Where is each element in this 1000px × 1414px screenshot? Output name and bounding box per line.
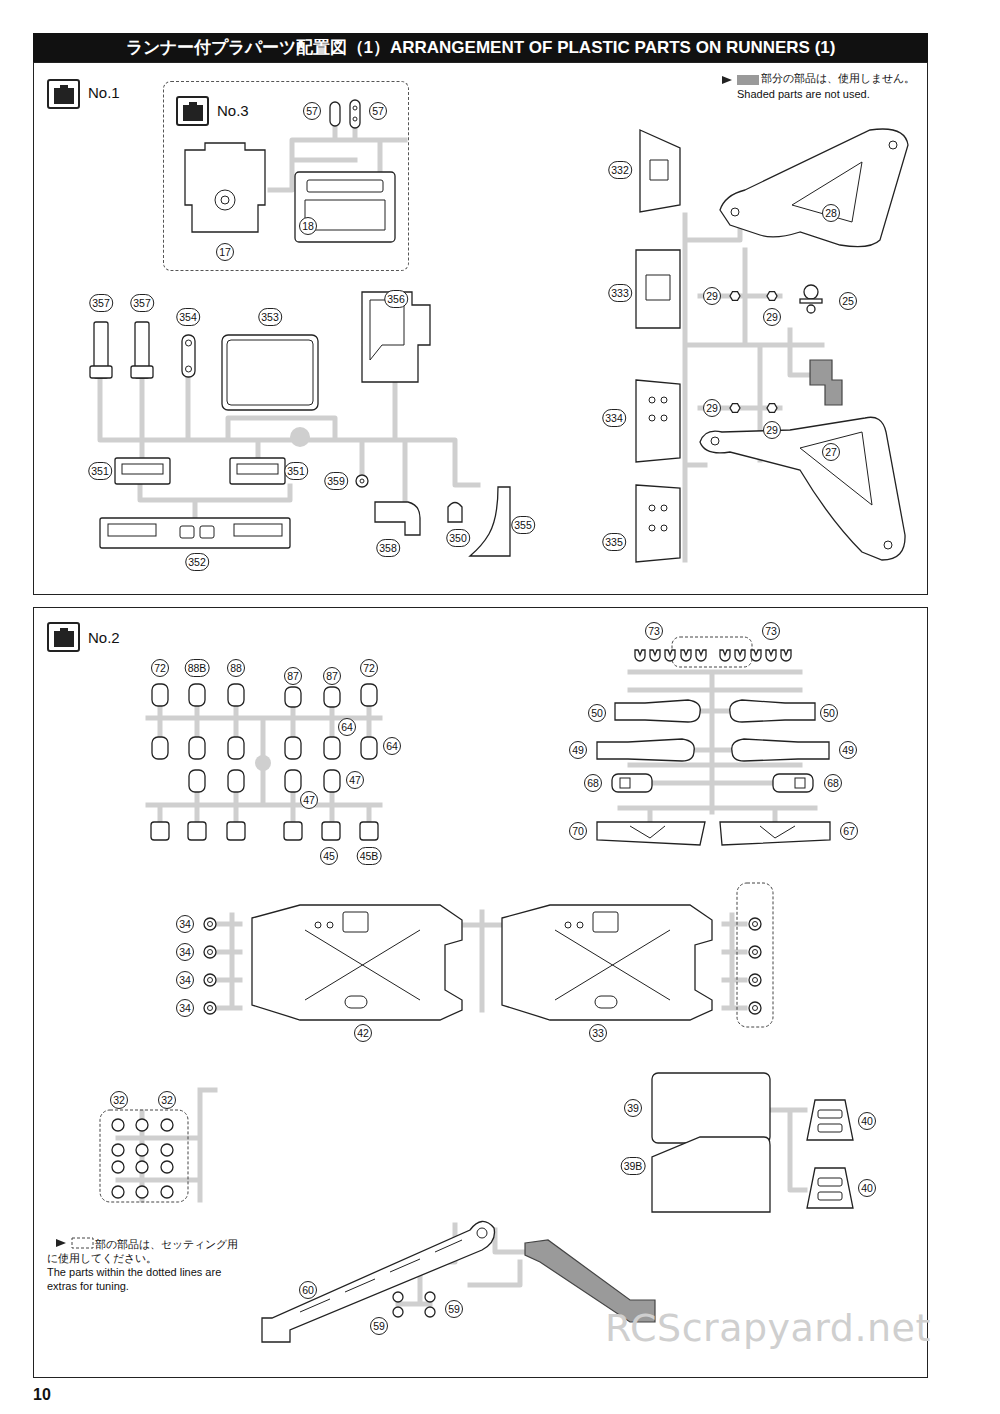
callout-number: 50 (820, 704, 838, 722)
callout-number: 25 (839, 292, 857, 310)
callout-number: 350 (446, 529, 470, 547)
callout-number: 357 (89, 294, 113, 312)
usage-note: 部の部品は、セッティング用 に使用してください。 (47, 1237, 252, 1265)
callout-number: 64 (383, 737, 401, 755)
callout-number: 34 (176, 999, 194, 1017)
runner-icon (48, 80, 208, 651)
callout-number: 27 (822, 443, 840, 461)
callout-number: 72 (360, 659, 378, 677)
callout-number: 358 (376, 539, 400, 557)
callout-number: 39 (624, 1099, 642, 1117)
callout-number: 34 (176, 971, 194, 989)
callout-number: 68 (584, 774, 602, 792)
callout-number: 87 (323, 667, 341, 685)
callout-number: 29 (703, 287, 721, 305)
callout-number: 32 (110, 1091, 128, 1109)
callout-number: 87 (284, 667, 302, 685)
callout-number: 50 (588, 704, 606, 722)
callout-number: 33 (589, 1024, 607, 1042)
usage-note: 部分の部品は、使用しません。 (761, 71, 915, 85)
callout-number: 67 (840, 822, 858, 840)
callout-number: 49 (569, 741, 587, 759)
callout-number: 18 (299, 217, 317, 235)
callout-number: 45B (357, 847, 382, 865)
callout-number: 88 (227, 659, 245, 677)
callout-number: 73 (645, 622, 663, 640)
callout-number: 59 (370, 1317, 388, 1335)
callout-number: 72 (151, 659, 169, 677)
panel-label: No.1 (88, 84, 120, 101)
callout-number: 59 (445, 1300, 463, 1318)
panel-label: No.3 (217, 102, 249, 119)
callout-number: 359 (324, 472, 348, 490)
callout-number: 47 (300, 791, 318, 809)
callout-number: 40 (858, 1112, 876, 1130)
callout-number: 332 (608, 161, 632, 179)
callout-number: 57 (369, 102, 387, 120)
callout-number: 60 (299, 1281, 317, 1299)
callout-number: 32 (158, 1091, 176, 1109)
callout-number: 64 (338, 718, 356, 736)
usage-note: Shaded parts are not used. (737, 87, 870, 101)
callout-number: 351 (284, 462, 308, 480)
callout-number: 333 (608, 284, 632, 302)
callout-number: 88B (185, 659, 210, 677)
callout-number: 356 (384, 290, 408, 308)
callout-number: 354 (176, 308, 200, 326)
callout-number: 73 (762, 622, 780, 640)
callout-number: 353 (258, 308, 282, 326)
page-number: 10 (33, 1386, 51, 1404)
callout-number: 352 (185, 553, 209, 571)
callout-number: 34 (176, 943, 194, 961)
page-title: ランナー付プラパーツ配置図（1）ARRANGEMENT OF PLASTIC P… (33, 33, 928, 62)
callout-number: 42 (354, 1024, 372, 1042)
callout-number: 57 (303, 102, 321, 120)
runner-panel: No.2 (33, 607, 928, 1378)
callout-number: 34 (176, 915, 194, 933)
runner-panel: No.1No.3 (33, 62, 928, 595)
callout-number: 351 (88, 462, 112, 480)
callout-number: 39B (621, 1157, 646, 1175)
callout-number: 357 (130, 294, 154, 312)
watermark: RCScrapyard.net (605, 1306, 931, 1350)
callout-number: 28 (822, 204, 840, 222)
callout-number: 45 (320, 847, 338, 865)
callout-number: 68 (824, 774, 842, 792)
callout-number: 49 (839, 741, 857, 759)
callout-number: 29 (763, 421, 781, 439)
callout-number: 334 (602, 409, 626, 427)
panel-label: No.2 (88, 629, 120, 646)
usage-note: The parts within the dotted lines are ex… (47, 1265, 252, 1293)
callout-number: 335 (602, 533, 626, 551)
callout-number: 47 (346, 771, 364, 789)
callout-number: 355 (511, 516, 535, 534)
callout-number: 17 (216, 243, 234, 261)
callout-number: 70 (569, 822, 587, 840)
callout-number: 40 (858, 1179, 876, 1197)
callout-number: 29 (763, 308, 781, 326)
callout-number: 29 (703, 399, 721, 417)
